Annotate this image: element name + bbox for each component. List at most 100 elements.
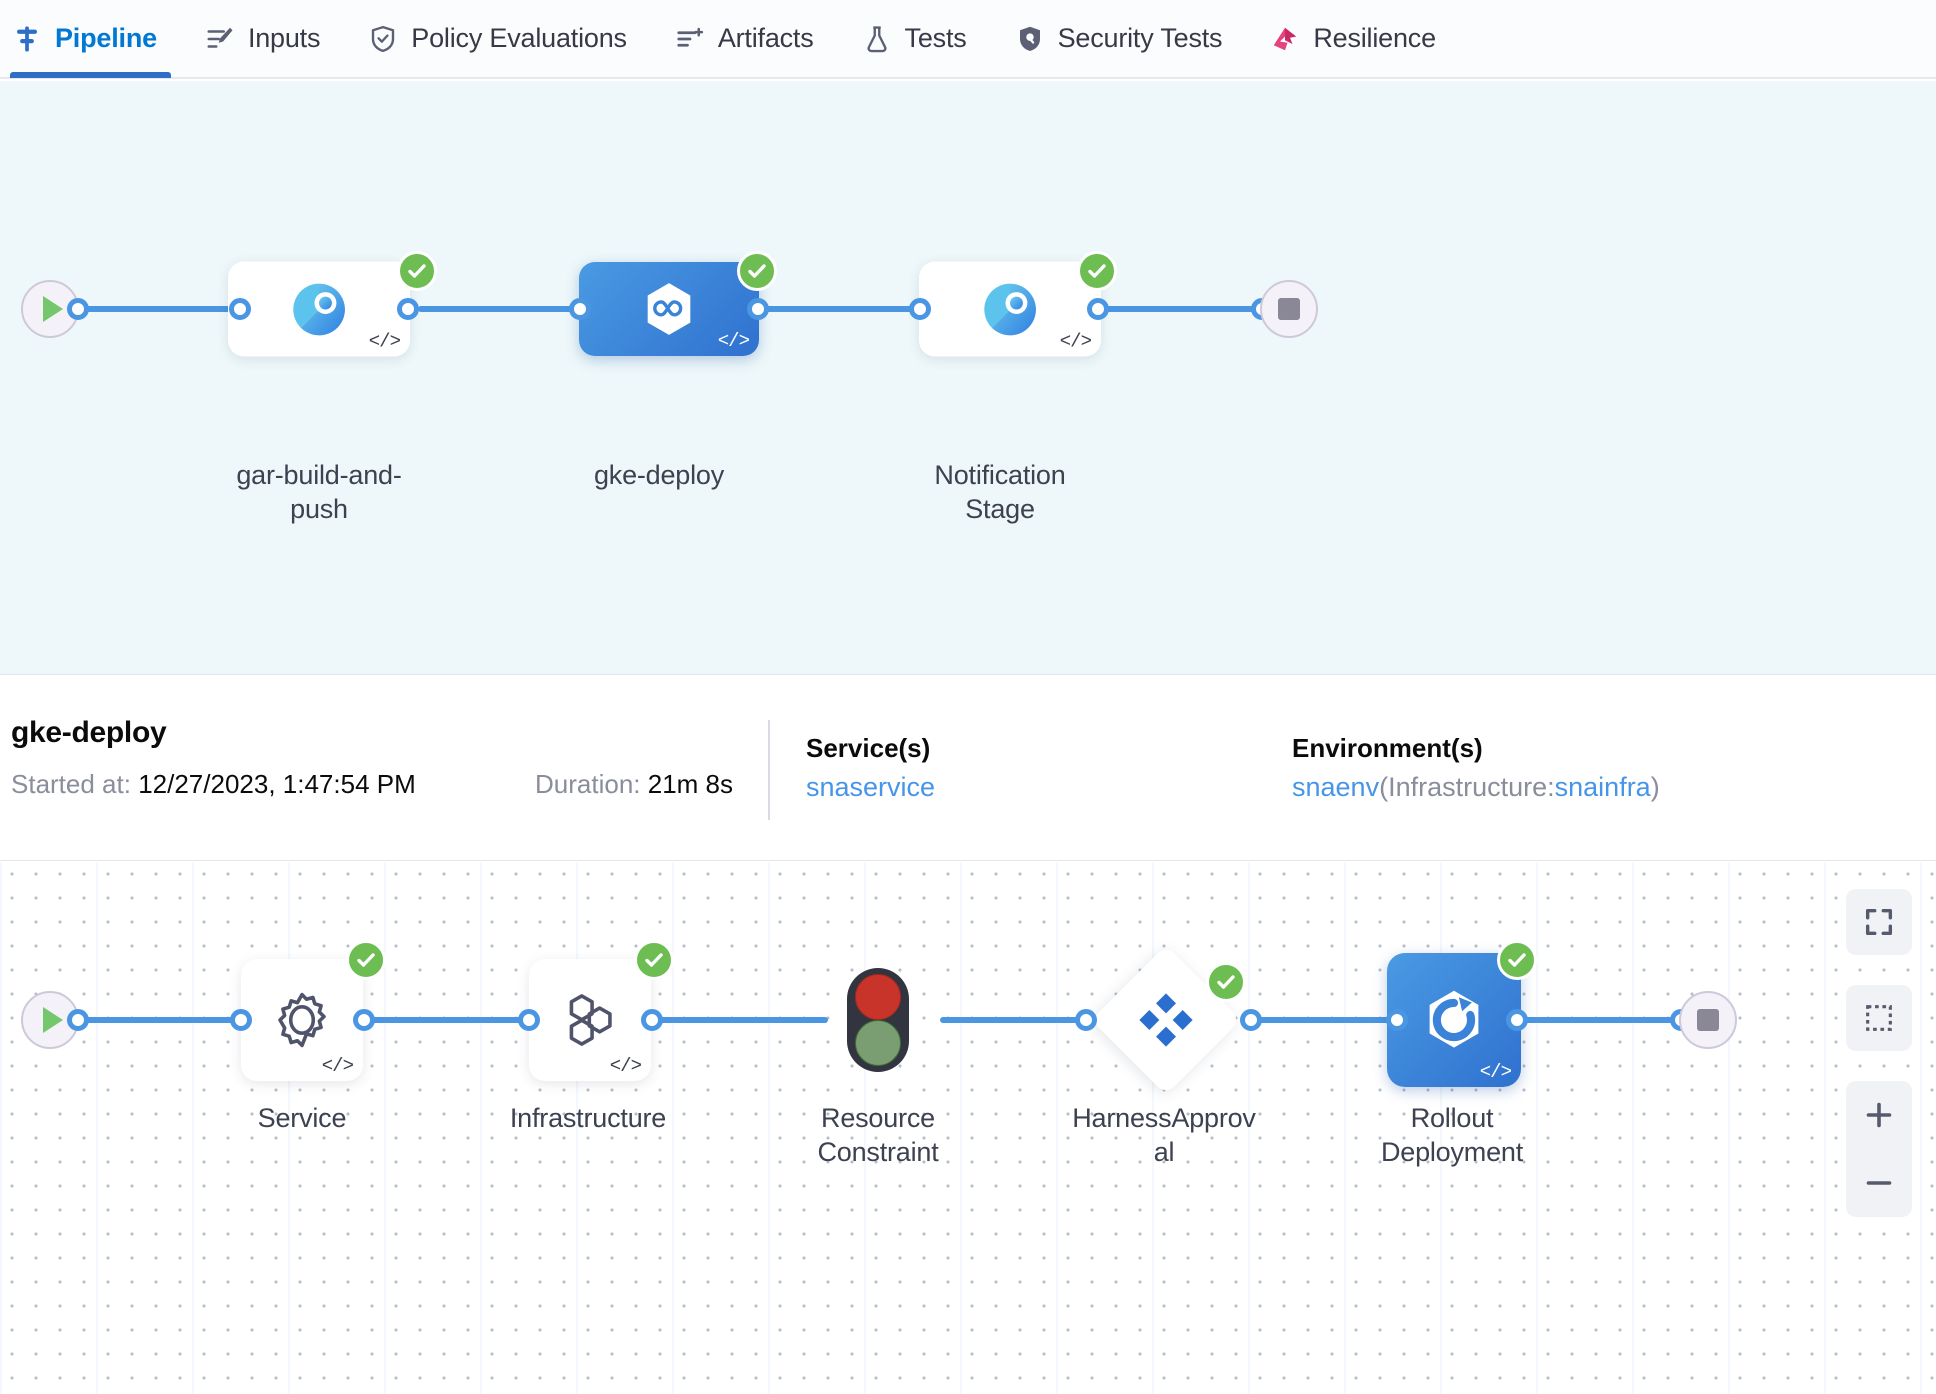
pipeline-stage-label-gke-deploy: gke-deploy [593,460,725,490]
stage-step-label-rollout-deployment: Rollout Deployment [1380,1103,1524,1167]
zoom-out-button[interactable] [1846,1149,1912,1217]
edge-rollout-to-end [1517,1017,1679,1023]
code-icon: </> [717,330,750,352]
infrastructure-link[interactable]: snainfra [1554,772,1651,802]
code-icon: </> [609,1055,642,1077]
pipeline-stage-notification-stage[interactable]: </> [919,261,1101,357]
tab-label: Resilience [1313,23,1436,53]
environments-heading: Environment(s) [1292,733,1483,763]
zoom-controls-group [1846,1081,1912,1217]
connector-dot [1386,1009,1408,1031]
play-icon [42,296,63,322]
status-success-badge [737,251,777,291]
gear-icon [278,992,326,1048]
connector-dot [747,298,769,320]
cd-deploy-icon [647,283,691,335]
connector-dot [518,1009,540,1031]
approval-inner [1134,988,1198,1052]
stage-step-label-harness-approval: HarnessApprov al [1072,1103,1256,1167]
pipeline-stage-label-notification-stage: Notification Stage [934,460,1066,524]
rollout-deployment-icon [1429,990,1479,1048]
connector-dot [1240,1009,1262,1031]
edge-service-to-infrastructure [364,1017,532,1023]
status-success-badge [1497,940,1537,980]
connector-dot [67,298,89,320]
service-link[interactable]: snaservice [806,772,936,802]
connector-dot [909,298,931,320]
duration: Duration: 21m 8s [535,769,733,800]
started-at: Started at: 12/27/2023, 1:47:54 PM [11,769,416,800]
edge-approval-to-rollout [1251,1017,1397,1023]
code-icon: </> [1059,330,1092,353]
tab-pipeline[interactable]: Pipeline [0,0,181,78]
edge-resource-constraint-to-approval [940,1017,1086,1023]
status-success-badge [634,940,674,980]
services-heading: Service(s) [806,733,931,763]
connector-dot [397,298,419,320]
stage-step-label-infrastructure: Infrastructure [509,1103,667,1133]
infrastructure-prefix: (Infrastructure: [1379,772,1555,802]
selection-box-button[interactable] [1846,985,1912,1051]
minus-icon [1866,1181,1892,1185]
stage-step-rollout-deployment[interactable]: </> [1387,953,1521,1087]
play-icon [42,1007,63,1033]
status-success-badge [397,251,437,291]
code-icon: </> [321,1055,354,1077]
tab-resilience[interactable]: Resilience [1246,0,1460,78]
pipeline-stage-label-gar-build-and-push: gar-build-and- push [236,460,402,524]
artifacts-list-icon [675,24,705,54]
connector-dot [229,298,251,320]
edge-infrastructure-to-resource-constraint [652,1017,828,1023]
pipeline-graph-canvas[interactable]: </> gar-build-and- push </> gke-deploy [0,81,1936,675]
edge-start-to-service [48,1017,248,1023]
approval-diamond-icon [1139,993,1193,1047]
security-shield-icon [1015,24,1045,54]
status-success-badge [1077,251,1117,291]
execution-tab-bar: Pipeline Inputs Policy Evaluations Artif… [0,0,1936,79]
fit-to-screen-button[interactable] [1846,889,1912,955]
flask-icon [862,24,892,54]
tab-tests[interactable]: Tests [838,0,991,78]
environment-link[interactable]: snaenv [1292,772,1380,802]
traffic-light-red-icon [855,974,901,1020]
status-success-badge [1206,962,1246,1002]
tab-policy-evaluations[interactable]: Policy Evaluations [344,0,651,78]
vertical-divider [768,720,770,820]
ci-build-icon [984,283,1036,335]
connector-dot [641,1009,663,1031]
stage-step-service[interactable]: </> [241,959,363,1081]
started-at-value: 12/27/2023, 1:47:54 PM [138,769,416,799]
stage-graph-canvas[interactable]: </> Service </> Infrastructure Resou [0,862,1936,1394]
edge-notification-to-end [1096,306,1285,312]
inputs-icon [205,24,235,54]
stage-step-harness-approval[interactable] [1091,945,1241,1095]
pipeline-end-node[interactable] [1260,280,1318,338]
duration-value: 21m 8s [647,769,733,799]
started-at-label: Started at: [11,769,131,799]
page-title: gke-deploy [11,716,167,749]
code-icon: </> [1479,1061,1512,1083]
dashed-square-icon [1866,1005,1892,1031]
code-icon: </> [368,330,401,353]
tab-label: Pipeline [55,23,157,53]
zoom-in-button[interactable] [1846,1081,1912,1149]
policy-shield-icon [368,24,398,54]
stage-end-node[interactable] [1679,991,1737,1049]
ci-build-icon [293,283,345,335]
tab-security-tests[interactable]: Security Tests [991,0,1247,78]
hexagons-icon [569,994,612,1046]
tab-label: Tests [904,23,967,53]
stage-step-infrastructure[interactable]: </> [529,959,651,1081]
stage-step-label-service: Service [257,1103,347,1133]
pipeline-stage-gke-deploy[interactable]: </> [579,262,759,356]
stage-step-resource-constraint[interactable] [847,968,909,1072]
canvas-controls [1846,889,1912,1217]
edge-start-to-gar [48,306,248,312]
pipeline-stage-gar-build-and-push[interactable]: </> [228,261,410,357]
connector-dot [1075,1009,1097,1031]
edge-gar-to-gke [418,306,583,312]
tab-artifacts[interactable]: Artifacts [651,0,838,78]
status-success-badge [346,940,386,980]
tab-inputs[interactable]: Inputs [181,0,344,78]
tab-label: Policy Evaluations [411,23,627,53]
